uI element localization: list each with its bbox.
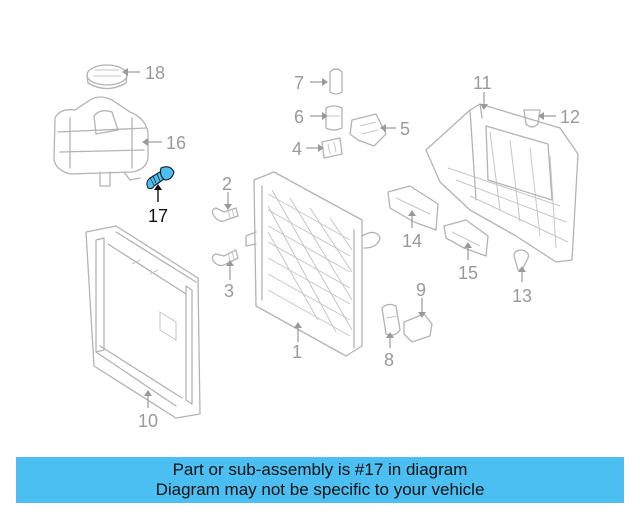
callout-1: 1 <box>292 342 302 362</box>
part-4-grommet <box>321 137 343 159</box>
info-banner: Part or sub-assembly is #17 in diagram D… <box>16 457 624 503</box>
part-10-radiator-frame <box>85 225 201 419</box>
callout-5: 5 <box>400 119 410 139</box>
part-1-radiator <box>245 171 381 357</box>
parts-diagram: 18 16 17 2 3 1 7 6 4 5 8 9 10 11 12 13 1… <box>53 63 580 431</box>
part-8-mount <box>381 303 401 336</box>
banner-line-part-number: Part or sub-assembly is #17 in diagram <box>172 460 468 479</box>
callout-16: 16 <box>166 133 186 153</box>
part-6-mount <box>325 105 343 131</box>
callout-3: 3 <box>224 281 234 301</box>
callout-10: 10 <box>138 411 158 431</box>
callout-8: 8 <box>384 350 394 370</box>
callout-7: 7 <box>294 73 304 93</box>
callout-12: 12 <box>560 107 580 127</box>
callout-4: 4 <box>292 139 302 159</box>
part-17-bolt <box>146 166 175 190</box>
part-9-mount <box>403 313 433 343</box>
part-7-mount <box>329 68 343 95</box>
callout-labels: 18 16 17 2 3 1 7 6 4 5 8 9 10 11 12 13 1… <box>138 63 580 431</box>
part-16-expansion-tank <box>53 96 149 187</box>
banner-line-disclaimer: Diagram may not be specific to your vehi… <box>155 480 485 499</box>
part-13-bolt <box>513 249 530 271</box>
callout-17: 17 <box>148 206 168 226</box>
callout-15: 15 <box>458 263 478 283</box>
part-2-bolt <box>211 207 239 222</box>
part-14-bracket <box>387 185 439 231</box>
callout-18: 18 <box>145 63 165 83</box>
callout-14: 14 <box>402 231 422 251</box>
callout-9: 9 <box>416 280 426 300</box>
callout-2: 2 <box>222 174 232 194</box>
leader-lines <box>122 68 556 408</box>
part-5-bracket <box>349 113 387 147</box>
callout-11: 11 <box>473 73 492 93</box>
part-3-bolt <box>211 249 239 267</box>
callout-13: 13 <box>512 286 532 306</box>
part-15-bracket <box>443 219 489 257</box>
callout-6: 6 <box>294 107 304 127</box>
part-18-reservoir-cap <box>86 64 128 90</box>
part-12-clip <box>523 109 541 128</box>
part-11-air-deflector <box>425 103 579 263</box>
